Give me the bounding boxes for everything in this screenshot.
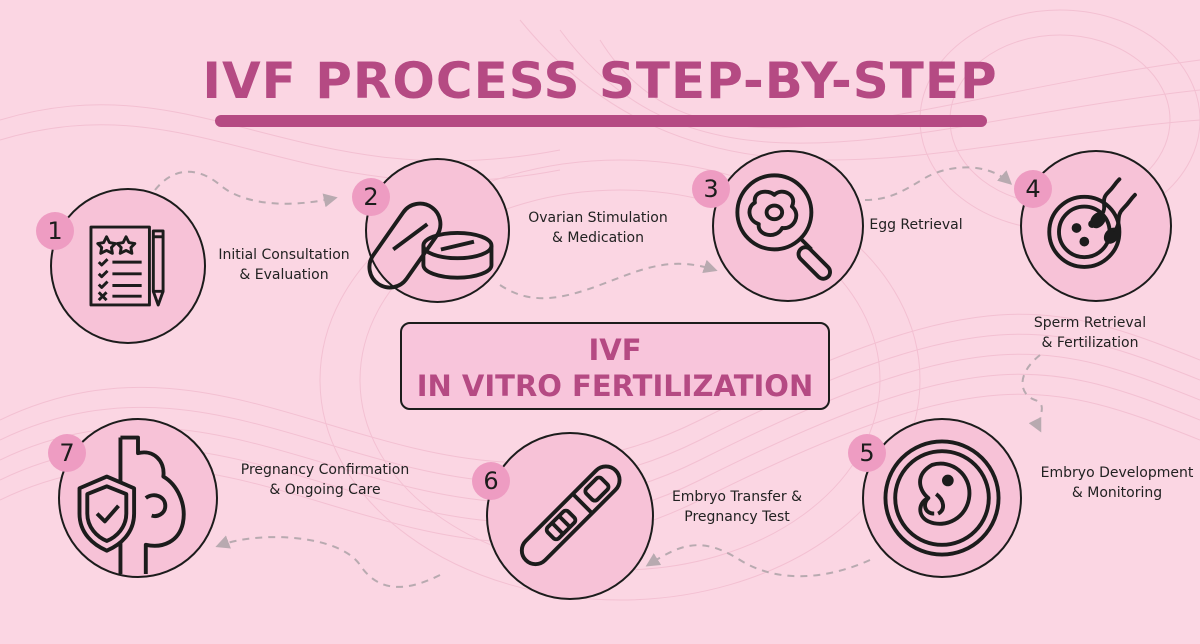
step-3-label: Egg Retrieval: [866, 215, 966, 235]
checklist-clipboard-icon: [89, 225, 165, 307]
step-3-circle: [712, 150, 864, 302]
step-2-label: Ovarian Stimulation & Medication: [508, 208, 688, 248]
arrow-3-to-4: [864, 166, 1013, 201]
step-4-label-line2: & Fertilization: [1041, 335, 1139, 351]
step-2-label-line1: Ovarian Stimulation: [528, 210, 668, 226]
embryo-icon: [883, 439, 1001, 557]
pregnancy-test-icon: [519, 464, 622, 567]
pills-icon: [367, 201, 494, 290]
step-4-label-line1: Sperm Retrieval: [1033, 315, 1147, 331]
step-3-number: 3: [692, 170, 730, 208]
step-1-label-line1: Initial Consultation: [218, 247, 350, 263]
step-6-label-line2: Pregnancy Test: [684, 509, 790, 525]
center-title-line2: IN VITRO FERTILIZATION: [416, 369, 814, 403]
step-2-number: 2: [352, 178, 390, 216]
step-6-label-line1: Embryo Transfer &: [671, 489, 803, 505]
step-5-label-line1: Embryo Development: [1040, 465, 1194, 481]
step-7-label-line2: & Ongoing Care: [269, 482, 381, 498]
step-6-circle: [486, 432, 654, 600]
step-3-label-line1: Egg Retrieval: [869, 217, 963, 233]
arrow-2-to-3: [499, 259, 718, 300]
step-5-label: Embryo Development & Monitoring: [1034, 463, 1200, 503]
step-1-circle: [50, 188, 206, 344]
pregnant-shield-icon: [77, 435, 186, 575]
step-4-label: Sperm Retrieval & Fertilization: [1020, 313, 1160, 353]
center-title-box: IVF IN VITRO FERTILIZATION: [400, 322, 830, 410]
arrow-6-to-7: [215, 535, 441, 588]
arrow-4-to-5: [1021, 354, 1043, 433]
step-2-circle: [365, 158, 510, 303]
arrow-5-to-6: [645, 544, 871, 578]
step-6-number: 6: [472, 462, 510, 500]
egg-magnifier-icon: [735, 173, 833, 281]
step-1-label: Initial Consultation & Evaluation: [204, 245, 364, 285]
page-title: IVF PROCESS STEP-BY-STEP: [202, 52, 998, 110]
center-title-line1: IVF: [588, 333, 642, 367]
step-5-circle: [862, 418, 1022, 578]
step-1-number: 1: [36, 212, 74, 250]
step-4-number: 4: [1014, 170, 1052, 208]
title-underline: [215, 115, 987, 127]
step-5-number: 5: [848, 434, 886, 472]
step-5-label-line2: & Monitoring: [1071, 485, 1163, 501]
step-7-circle: [58, 418, 218, 578]
step-7-number: 7: [48, 434, 86, 472]
sperm-egg-icon: [1047, 177, 1137, 269]
step-1-label-line2: & Evaluation: [239, 267, 329, 283]
step-7-label-line1: Pregnancy Confirmation: [240, 462, 410, 478]
step-7-label: Pregnancy Confirmation & Ongoing Care: [226, 460, 424, 500]
arrow-1-to-2: [154, 170, 338, 208]
step-2-label-line2: & Medication: [552, 230, 644, 246]
step-6-label: Embryo Transfer & Pregnancy Test: [662, 487, 812, 527]
